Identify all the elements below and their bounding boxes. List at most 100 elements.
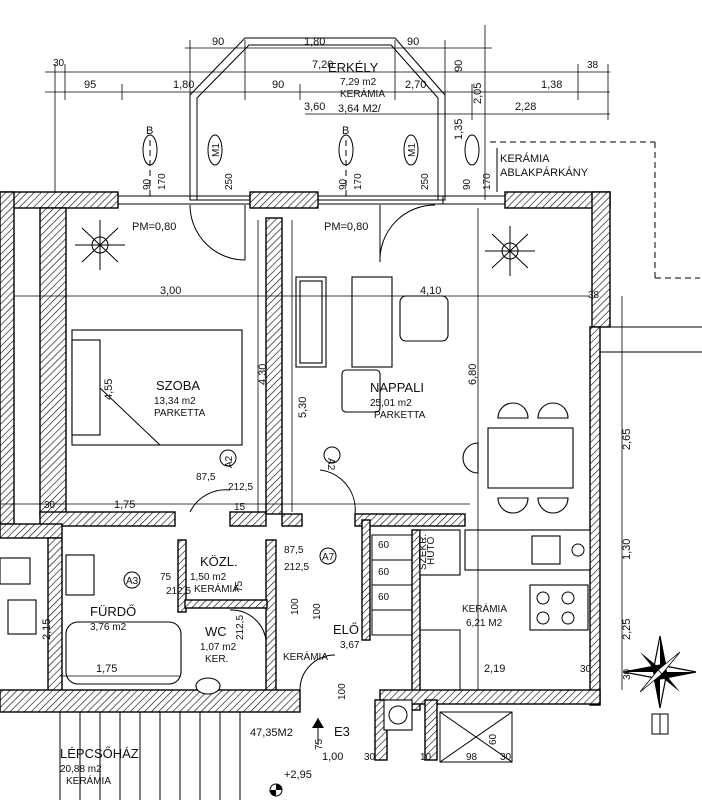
dim-label: 60 — [378, 592, 390, 603]
dim-label: 2,15 — [41, 619, 53, 640]
entry-area: 3,67 — [340, 640, 360, 651]
dim-label: 170 — [353, 173, 364, 190]
dim-label: 250 — [224, 173, 235, 190]
top-dimension-labels: 90 1,80 90 7,20 30 95 1,80 90 2,70 1,38 … — [53, 36, 599, 140]
door-mark-a2: A2 — [325, 458, 336, 471]
section-mark-b: B — [342, 125, 349, 137]
right-dimension-labels: 38 2,65 1,30 2,25 30 — [588, 290, 633, 680]
dim-label: 170 — [157, 173, 168, 190]
dim-label: 1,38 — [541, 79, 562, 91]
dim-label: 90 — [272, 79, 284, 91]
dim-label: 1,00 — [322, 751, 343, 763]
dim-label: 212,5 — [228, 482, 253, 493]
dim-label: 3,00 — [160, 285, 181, 297]
furniture — [0, 220, 591, 800]
door-mark-a2: A2 — [224, 455, 235, 468]
window-sill-label-2: ABLAKPÁRKÁNY — [500, 166, 589, 179]
dim-label: 6,80 — [467, 364, 479, 385]
dim-label: 7,20 — [312, 59, 333, 71]
dining-table — [487, 427, 574, 489]
balcony: ERKÉLY 7,29 m2 KERÁMIA 3,64 M2/ — [189, 37, 446, 201]
dim-label: 30 — [500, 752, 512, 763]
wc-material: KER. — [205, 654, 228, 665]
living-name: NAPPALI — [370, 380, 424, 395]
dim-label: 250 — [420, 173, 431, 190]
dim-label: 2,65 — [621, 429, 633, 450]
dim-label: 30 — [580, 664, 592, 675]
dim-label: 4,55 — [103, 379, 115, 400]
dim-label: 2,25 — [621, 619, 633, 640]
dim-label: 75 — [160, 572, 172, 583]
balcony-material: KERÁMIA — [340, 87, 385, 100]
dim-label: 212,5 — [166, 586, 191, 597]
compass-icon — [623, 635, 697, 735]
interior-dimension-lines — [0, 208, 623, 690]
balcony-area: 7,29 m2 — [340, 77, 377, 88]
wc-area: 1,07 m2 — [200, 642, 237, 653]
dim-label: 4,10 — [420, 285, 441, 297]
dim-label: 100 — [337, 683, 348, 700]
washing-machine — [0, 557, 31, 585]
sink — [7, 599, 37, 635]
sink — [65, 554, 95, 596]
stairs — [59, 712, 241, 800]
walls — [0, 191, 702, 761]
dim-label: 3,60 — [304, 101, 325, 113]
door-mark-a3: A3 — [126, 576, 139, 587]
dim-label: 15 — [234, 502, 246, 513]
stove — [529, 584, 589, 631]
interior-dimension-labels: 3,00 4,10 4,55 4,30 5,30 6,80 1,75 30 87… — [41, 285, 592, 763]
hall-name: KÖZL. — [200, 554, 238, 569]
entry-material: KERÁMIA — [283, 650, 328, 663]
kitchen-material: KERÁMIA — [462, 602, 507, 615]
dim-label: 30 — [622, 668, 633, 680]
dim-label: 30 — [364, 752, 376, 763]
sill-height-left: PM=0,80 — [132, 221, 176, 233]
total-area: 47,35M2 — [250, 727, 293, 739]
dim-label: 10 — [420, 752, 432, 763]
window-sill-label-1: KERÁMIA — [500, 152, 550, 165]
kitchen-area: 6,21 M2 — [466, 618, 503, 629]
section-mark-b: B — [146, 125, 153, 137]
sofa — [351, 276, 393, 368]
window-mark-m1: M1 — [407, 143, 418, 157]
dim-label: 100 — [290, 598, 301, 615]
dim-label: 4,30 — [257, 364, 269, 385]
armchair — [399, 295, 449, 342]
dim-label: 90 — [462, 178, 473, 190]
plant-icon — [75, 220, 125, 270]
living-area: 25,01 m2 — [370, 398, 412, 409]
dim-label: 38 — [588, 290, 600, 301]
dim-label: 90 — [338, 178, 349, 190]
dim-label: 60 — [488, 733, 499, 745]
dim-label: 75 — [234, 580, 245, 592]
dim-label: 38 — [587, 60, 599, 71]
doors — [189, 204, 436, 691]
stairs-name: LÉPCSŐHÁZ — [60, 746, 139, 761]
dim-label: 87,5 — [284, 545, 304, 556]
dim-label: 60 — [378, 567, 390, 578]
sill-height-right: PM=0,80 — [324, 221, 368, 233]
dim-label: 1,75 — [96, 663, 117, 675]
living-material: PARKETTA — [374, 410, 426, 421]
bedroom-area: 13,34 m2 — [154, 396, 196, 407]
dim-label: 87,5 — [196, 472, 216, 483]
dim-label: 1,30 — [621, 539, 633, 560]
room-labels: SZOBA 13,34 m2 PARKETTA NAPPALI 25,01 m2… — [60, 221, 507, 797]
fridge-label: HŰTŐ — [423, 536, 437, 565]
bedroom-name: SZOBA — [156, 378, 200, 393]
entry-name: ELŐ — [333, 622, 359, 637]
dim-label: 2,05 — [472, 83, 484, 104]
toilet — [195, 677, 221, 695]
dim-label: 2,19 — [484, 663, 505, 675]
dim-label: 5,30 — [297, 397, 309, 418]
window-mark-m1: M1 — [211, 143, 222, 157]
kitchen-counter — [464, 529, 591, 571]
dim-label: 60 — [378, 540, 390, 551]
wc-name: WC — [205, 624, 227, 639]
dim-label: 1,75 — [114, 499, 135, 511]
bathroom-area: 3,76 m2 — [90, 622, 127, 633]
dim-label: 90 — [212, 36, 224, 48]
dim-label: 30 — [53, 58, 65, 69]
